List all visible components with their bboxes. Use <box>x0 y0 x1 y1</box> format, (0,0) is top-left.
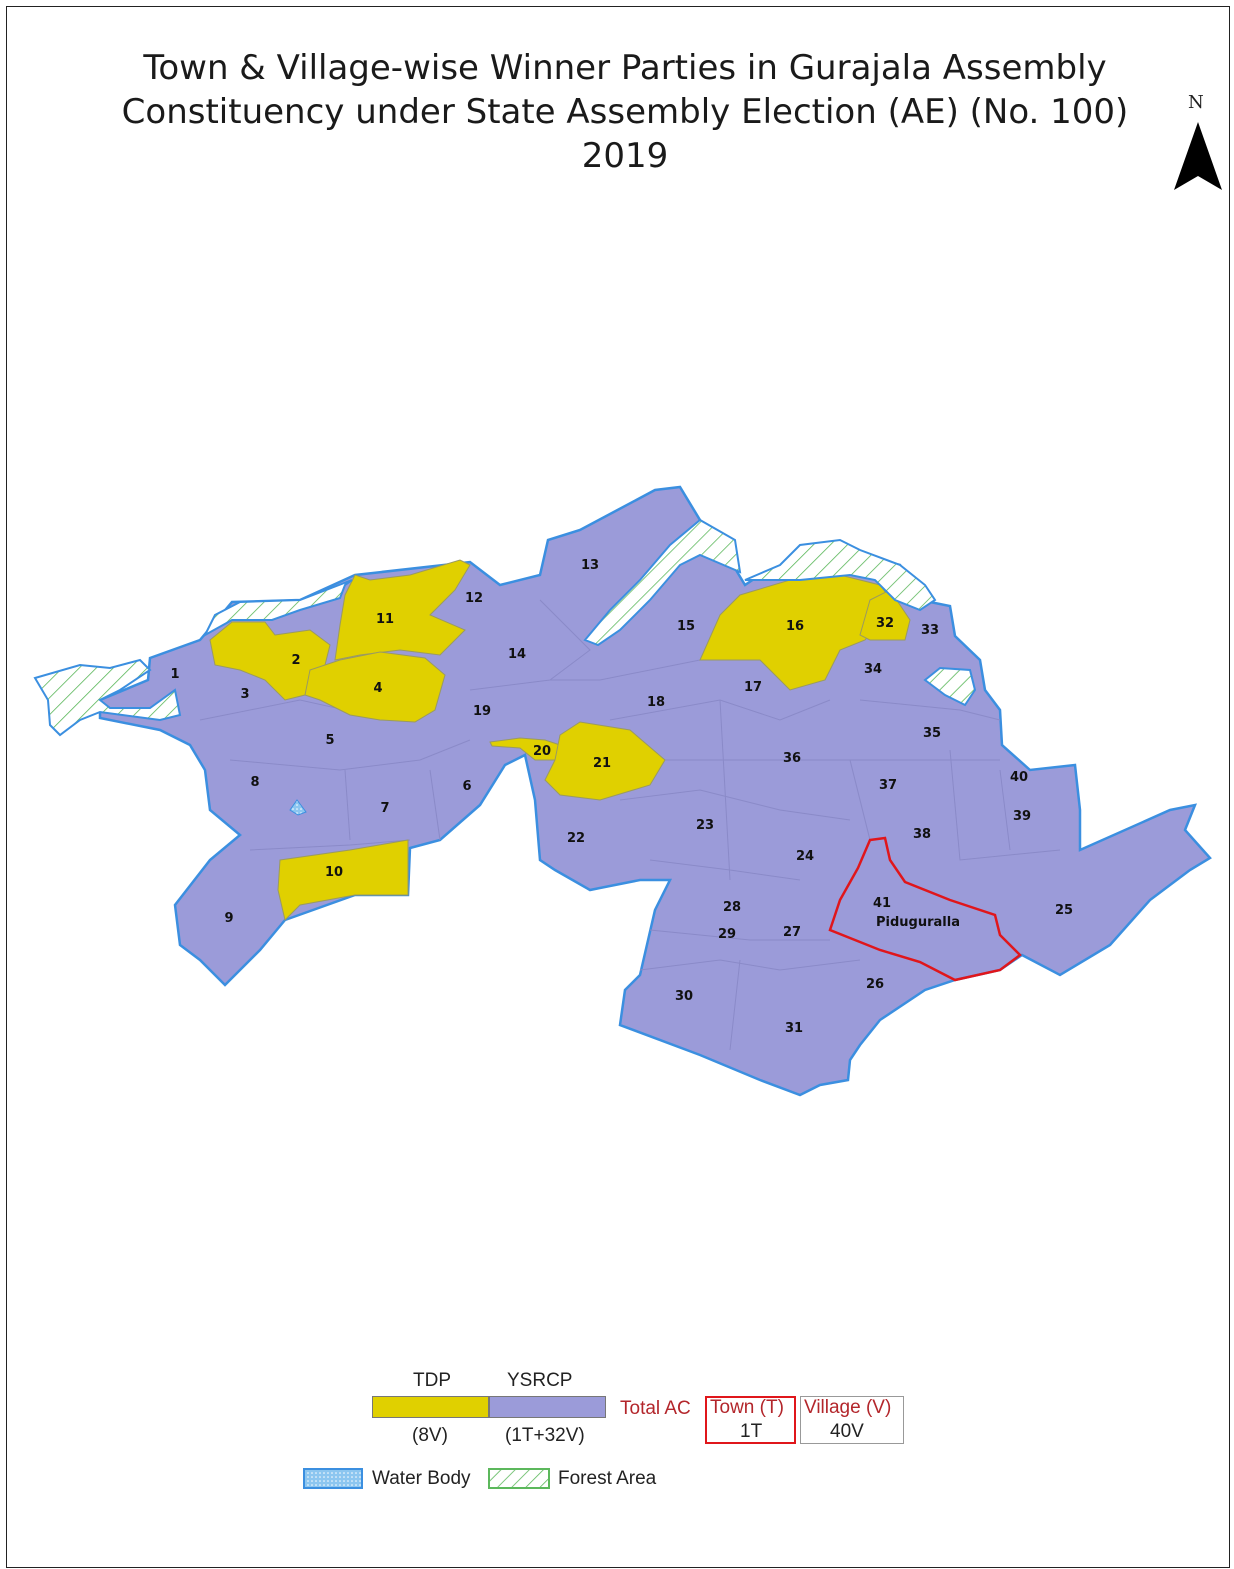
region-label-11: 11 <box>376 612 394 627</box>
region-21-tdp <box>544 721 666 801</box>
region-label-18: 18 <box>647 695 665 710</box>
region-label-12: 12 <box>465 591 483 606</box>
water-body-area <box>289 799 307 816</box>
legend-forest-swatch <box>488 1468 550 1489</box>
region-label-37: 37 <box>879 778 897 793</box>
region-label-24: 24 <box>796 849 814 864</box>
region-label-10: 10 <box>325 865 343 880</box>
title-line-2: Constituency under State Assembly Electi… <box>121 92 1129 132</box>
region-10-tdp <box>277 839 409 921</box>
region-label-38: 38 <box>913 827 931 842</box>
village-boundaries <box>199 599 1061 1051</box>
region-label-20: 20 <box>533 744 551 759</box>
north-label: N <box>1188 92 1204 113</box>
town-boundary-piduguralla <box>828 836 1022 982</box>
legend-tdp-swatch <box>372 1396 489 1418</box>
region-label-14: 14 <box>508 647 526 662</box>
title-line-3: 2019 <box>581 136 669 176</box>
region-label-27: 27 <box>783 925 801 940</box>
legend-tdp-label: TDP <box>413 1370 451 1391</box>
region-label-5: 5 <box>325 733 334 748</box>
region-label-19: 19 <box>473 704 491 719</box>
legend-tdp-count: (8V) <box>412 1425 448 1446</box>
legend-total-ac: Total AC <box>620 1398 691 1419</box>
region-label-16: 16 <box>786 619 804 634</box>
region-labels: 1 2 3 4 5 6 7 8 9 10 11 12 13 14 15 16 1… <box>170 558 1073 1036</box>
legend-village-value: 40V <box>830 1421 864 1442</box>
forest-area-north-west <box>202 579 353 638</box>
region-label-36: 36 <box>783 751 801 766</box>
region-label-1: 1 <box>170 667 179 682</box>
forest-area-north-east <box>744 538 937 612</box>
region-label-33: 33 <box>921 623 939 638</box>
region-label-13: 13 <box>581 558 599 573</box>
region-label-31: 31 <box>785 1021 803 1036</box>
legend-village-header: Village (V) <box>804 1397 892 1418</box>
legend-village-box <box>800 1396 904 1444</box>
legend-water-swatch <box>303 1468 363 1489</box>
region-label-6: 6 <box>462 779 471 794</box>
region-label-21: 21 <box>593 756 611 771</box>
region-label-17: 17 <box>744 680 762 695</box>
region-label-3: 3 <box>240 687 249 702</box>
north-arrow-icon <box>1174 122 1222 190</box>
region-label-23: 23 <box>696 818 714 833</box>
region-label-7: 7 <box>380 801 389 816</box>
region-label-15: 15 <box>677 619 695 634</box>
legend-ysrcp-count: (1T+32V) <box>505 1425 585 1446</box>
map-title: Town & Village-wise Winner Parties in Gu… <box>90 46 1160 178</box>
region-label-28: 28 <box>723 900 741 915</box>
region-label-40: 40 <box>1010 770 1028 785</box>
legend-town-box <box>705 1396 796 1444</box>
region-label-35: 35 <box>923 726 941 741</box>
region-label-32: 32 <box>876 616 894 631</box>
region-label-9: 9 <box>224 911 233 926</box>
legend-town-header: Town (T) <box>710 1397 784 1418</box>
region-label-25: 25 <box>1055 903 1073 918</box>
region-label-41: 41 <box>873 896 891 911</box>
title-line-1: Town & Village-wise Winner Parties in Gu… <box>143 48 1107 88</box>
region-11-tdp <box>334 559 471 661</box>
region-4-tdp <box>304 651 446 723</box>
region-label-26: 26 <box>866 977 884 992</box>
region-label-8: 8 <box>250 775 259 790</box>
region-label-4: 4 <box>373 681 382 696</box>
town-label-piduguralla: Piduguralla <box>876 915 960 930</box>
region-label-34: 34 <box>864 662 882 677</box>
forest-area-east <box>923 666 977 707</box>
region-label-39: 39 <box>1013 809 1031 824</box>
region-label-22: 22 <box>567 831 585 846</box>
region-label-29: 29 <box>718 927 736 942</box>
legend-ysrcp-label: YSRCP <box>507 1370 573 1391</box>
forest-area-north-central <box>583 518 742 647</box>
legend-forest-label: Forest Area <box>558 1468 657 1489</box>
legend-water-label: Water Body <box>372 1468 471 1489</box>
forest-area-west <box>33 658 182 737</box>
legend-ysrcp-swatch <box>489 1396 606 1418</box>
legend-town-value: 1T <box>740 1421 763 1442</box>
region-label-30: 30 <box>675 989 693 1004</box>
region-label-2: 2 <box>291 653 300 668</box>
